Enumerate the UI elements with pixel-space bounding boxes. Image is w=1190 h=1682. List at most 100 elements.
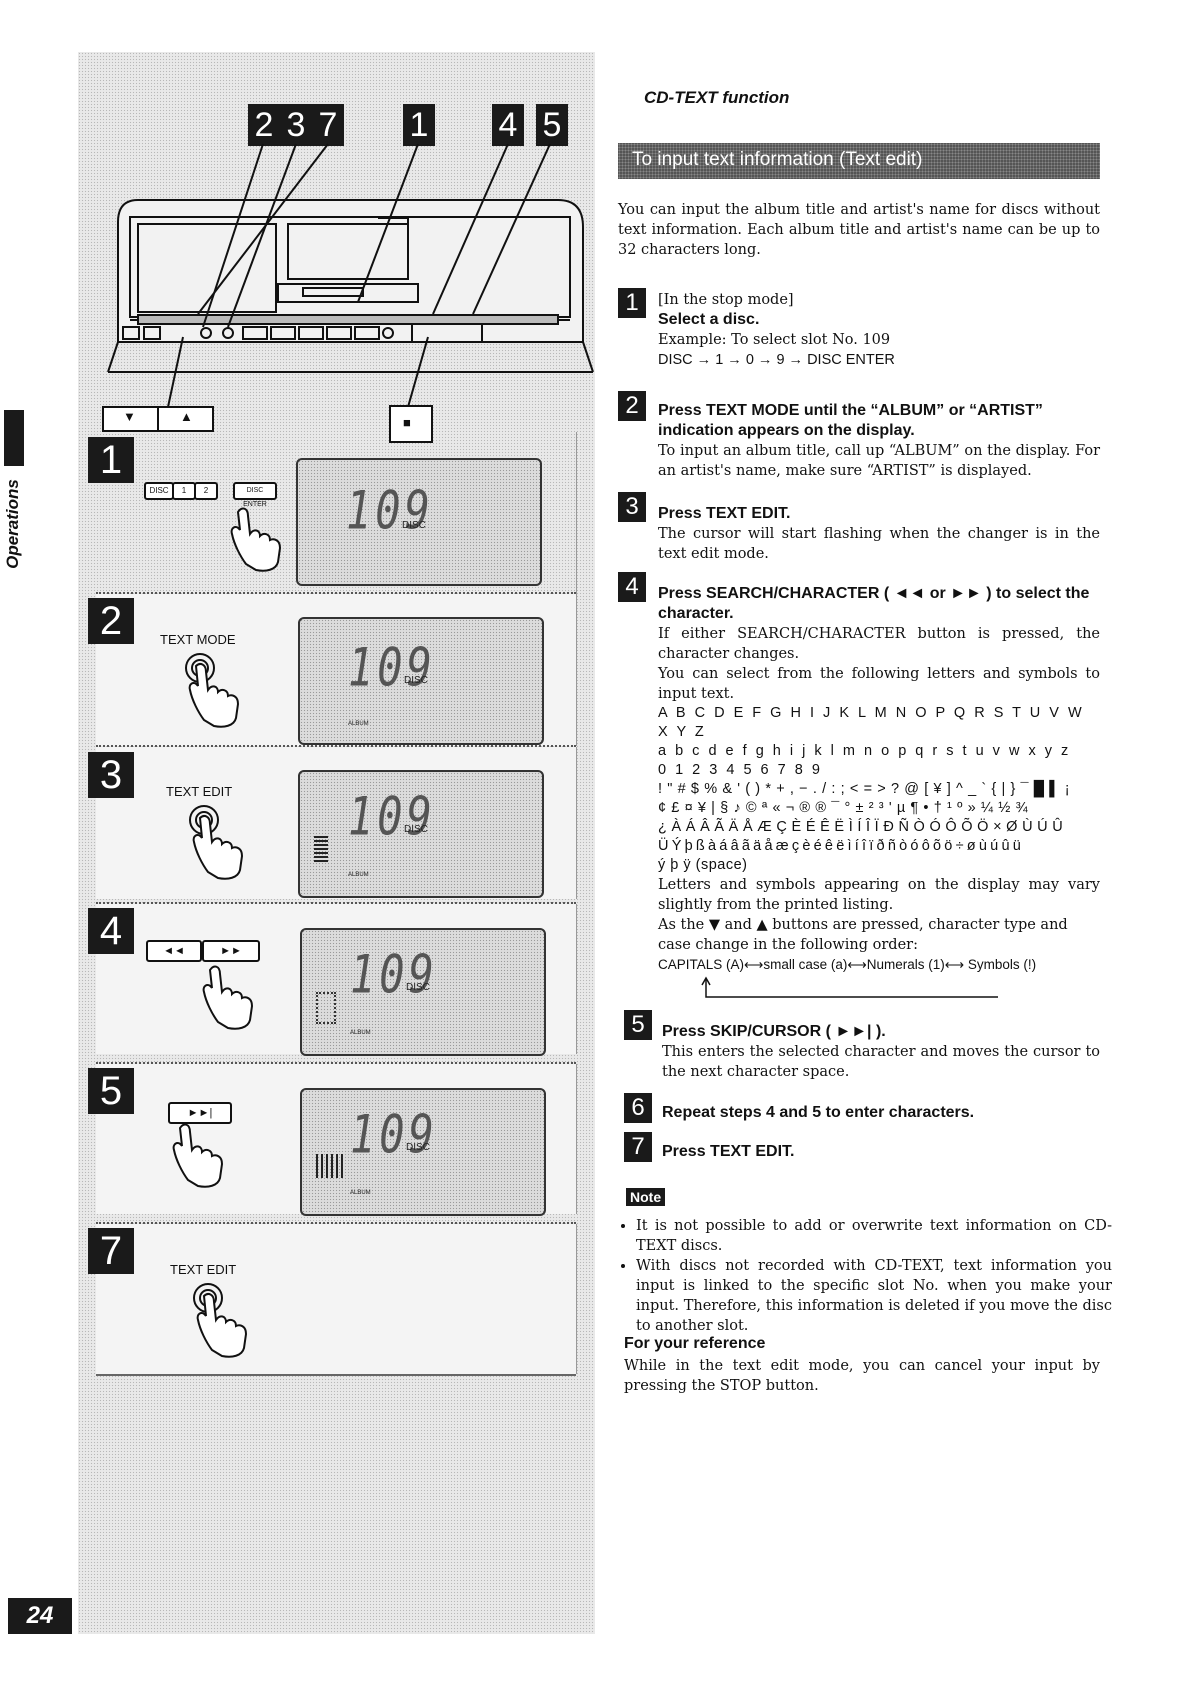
step-text: Letters and symbols appearing on the dis… [658, 877, 1100, 913]
cycle-arrow-icon [701, 976, 998, 998]
step-badge: 2 [618, 391, 646, 421]
display-disc-label: DISC [402, 520, 426, 531]
display-value: 109 [348, 785, 436, 848]
cursor-block-icon [316, 992, 336, 1024]
step-badge: 1 [88, 437, 134, 483]
lcd-display: 109 DISC [296, 458, 542, 586]
hand-icon [202, 965, 254, 1030]
display-disc-label: DISC [406, 1142, 430, 1153]
hand-icon [230, 507, 282, 572]
step-body: Press TEXT MODE until the “ALBUM” or “AR… [658, 391, 1100, 481]
cursor-block-icon [316, 1154, 346, 1178]
step-badge: 5 [88, 1068, 134, 1114]
divider [96, 592, 576, 594]
display-album-label: ALBUM [348, 872, 369, 878]
step-panel-7 [96, 1224, 577, 1374]
step-badge: 6 [624, 1093, 652, 1123]
divider [96, 745, 576, 747]
charset-line: a b c d e f g h i j k l m n o p q r s t … [658, 743, 1071, 759]
step-badge: 3 [88, 752, 134, 798]
step-text: The cursor will start flashing when the … [658, 526, 1100, 562]
step-text: To input an album title, call up “ALBUM”… [658, 443, 1100, 479]
step-body: Repeat steps 4 and 5 to enter characters… [662, 1093, 1100, 1123]
step-text: You can select from the following letter… [658, 666, 1100, 702]
arrow-up-icon: ▲ [180, 409, 193, 424]
text-edit-label: TEXT EDIT [166, 784, 233, 799]
digit-button: 2 [194, 482, 218, 500]
step-body: Press TEXT EDIT. [662, 1132, 1100, 1162]
step-badge: 4 [88, 908, 134, 954]
reference-heading: For your reference [624, 1335, 766, 1352]
lcd-display: 109 DISC ALBUM [300, 1088, 546, 1216]
diagram-panel: 2 3 7 1 4 5 [78, 52, 595, 1634]
charset-line: 0 1 2 3 4 5 6 7 8 9 [658, 762, 823, 778]
hand-press-icon [193, 1283, 248, 1358]
step-text: If either SEARCH/CHARACTER button is pre… [658, 626, 1100, 662]
note-list: It is not possible to add or overwrite t… [624, 1216, 1112, 1336]
step-body: Press SKIP/CURSOR ( ►►| ). This enters t… [662, 1010, 1100, 1082]
diagram-label: 4 [492, 104, 524, 146]
step-pre: [In the stop mode] [658, 292, 794, 308]
hand-icon [172, 1123, 224, 1188]
diagram-label: 3 [280, 104, 312, 146]
step-panel-1 [96, 432, 577, 602]
stop-icon: ■ [403, 415, 411, 430]
step-heading: Press TEXT EDIT. [662, 1143, 795, 1160]
charset-line: Ü Ý þ ß à á â ã ä å æ ç è é ê ë ì í î ï … [658, 838, 1021, 854]
arrow-down-icon: ▼ [123, 409, 136, 424]
charset-line: ! " # $ % & ' ( ) * + , − . / : ; < = > … [658, 781, 1071, 797]
page-number: 24 [8, 1598, 72, 1634]
display-value: 109 [348, 636, 436, 699]
disc-button: DISC [144, 482, 174, 500]
digit-button: 1 [172, 482, 196, 500]
lcd-display: 109 DISC ALBUM [300, 928, 546, 1056]
step-heading: Press TEXT EDIT. [658, 505, 791, 522]
side-tab: Operations [0, 410, 30, 580]
note-label: Note [626, 1188, 666, 1206]
panel-bottom-border [96, 1374, 576, 1376]
diagram-label: 7 [312, 104, 344, 146]
display-value: 109 [346, 479, 434, 542]
step-sequence: DISC → 1 → 0 → 9 → DISC ENTER [658, 352, 895, 368]
display-value: 109 [350, 943, 438, 1006]
lcd-display: 109 DISC ALBUM [298, 617, 544, 745]
display-album-label: ALBUM [350, 1190, 371, 1196]
charset-line: ¿ À Á Â Ã Ä Å Æ Ç È É Ê Ë Ì Í Î Ï Ð Ñ Ò … [658, 819, 1064, 835]
display-disc-label: DISC [406, 982, 430, 993]
lcd-display: 109 DISC ALBUM [298, 770, 544, 898]
hand-press-icon [189, 805, 244, 880]
step-example: Example: To select slot No. 109 [658, 332, 891, 348]
side-tab-label: Operations [3, 479, 22, 569]
step-badge: 3 [618, 492, 646, 522]
step-badge: 7 [88, 1228, 134, 1274]
step-text: This enters the selected character and m… [662, 1044, 1100, 1080]
step-badge: 7 [624, 1132, 652, 1162]
step-heading: Press SEARCH/CHARACTER ( ◄◄ or ►► ) to s… [658, 585, 1090, 622]
step-heading: Select a disc. [658, 311, 760, 328]
step-text: As the ▼ and ▲ buttons are pressed, char… [658, 917, 1068, 953]
display-value: 109 [350, 1103, 438, 1166]
search-forward-button: ►► [202, 940, 260, 962]
display-disc-label: DISC [404, 675, 428, 686]
display-album-label: ALBUM [350, 1030, 371, 1036]
step-body: [In the stop mode] Select a disc. Exampl… [658, 288, 1100, 370]
step-body: Press TEXT EDIT. The cursor will start f… [658, 492, 1100, 564]
divider [96, 1222, 576, 1224]
step-badge: 1 [618, 288, 646, 318]
step-badge: 5 [624, 1010, 652, 1040]
step-badge: 4 [618, 572, 646, 602]
step-heading: Repeat steps 4 and 5 to enter characters… [662, 1104, 975, 1121]
diagram-label: 5 [536, 104, 568, 146]
reference-text: While in the text edit mode, you can can… [624, 1358, 1100, 1394]
cursor-block-icon [314, 836, 328, 862]
charset-line: ý þ ÿ (space) [658, 857, 748, 873]
step-heading: Press TEXT MODE until the “ALBUM” or “AR… [658, 402, 1043, 439]
section-title: CD-TEXT function [644, 88, 790, 107]
disc-enter-button: DISC ENTER [233, 482, 277, 508]
note-item: With discs not recorded with CD-TEXT, te… [636, 1256, 1112, 1336]
divider [96, 1062, 576, 1064]
text-mode-label: TEXT MODE [160, 632, 236, 647]
charset-line: A B C D E F G H I J K L M N O P Q R S T … [658, 705, 1085, 740]
step-badge: 2 [88, 598, 134, 644]
banner-text: To input text information (Text edit) [632, 149, 923, 170]
